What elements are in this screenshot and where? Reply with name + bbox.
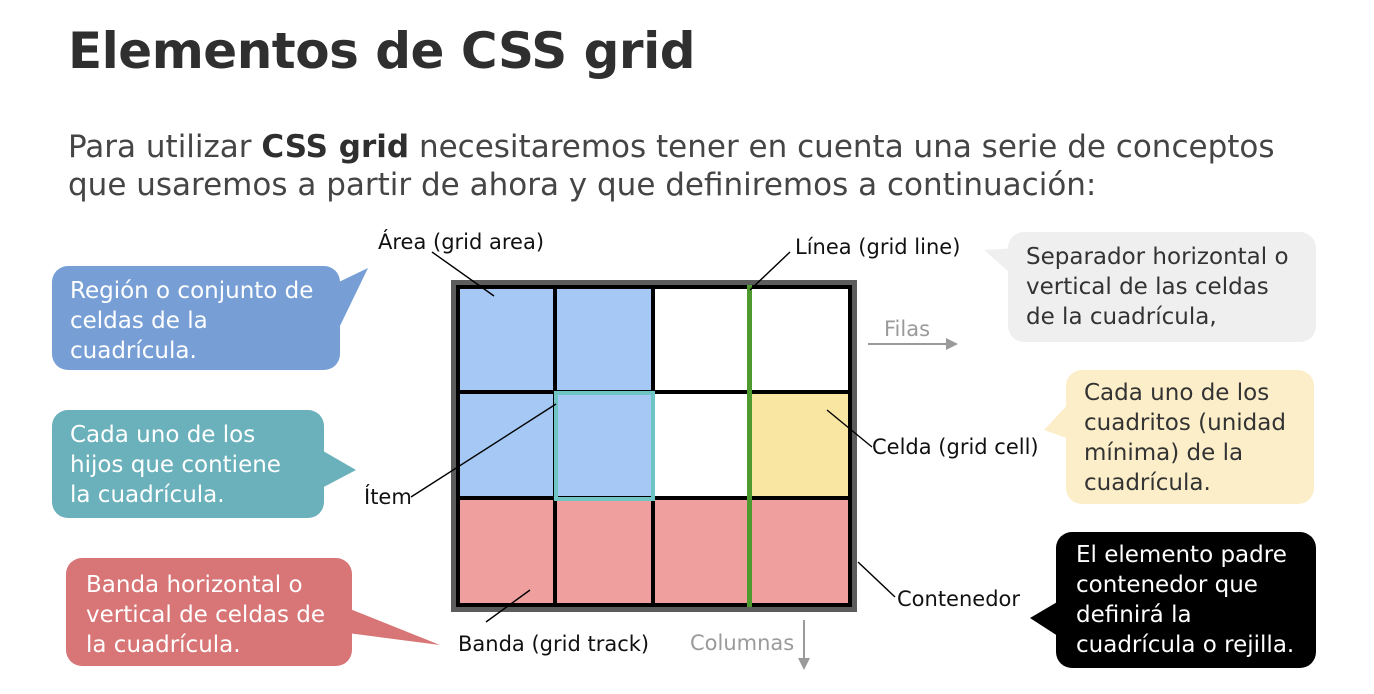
pointer-band: [485, 589, 531, 623]
intro-text-before: Para utilizar: [68, 129, 262, 165]
callout-area: Región o conjunto de celdas de la cuadrí…: [52, 266, 340, 370]
label-columns: Columnas: [690, 631, 794, 655]
grid-cell-r3c1: [460, 500, 553, 603]
page-title: Elementos de CSS grid: [68, 22, 696, 80]
grid-cell-r2c4: [752, 394, 848, 496]
callout-tail-container: [1030, 598, 1064, 640]
intro-text-after: necesitaremos tener en cuenta una serie …: [68, 129, 1275, 203]
callout-container: El elemento padre contenedor que definir…: [1056, 532, 1316, 668]
callout-tail-band: [340, 605, 440, 645]
callout-tail-item: [318, 448, 356, 490]
label-area: Área (grid area): [378, 229, 544, 254]
label-line: Línea (grid line): [795, 235, 960, 259]
grid-cell-r2c1: [460, 394, 553, 496]
label-rows: Filas: [884, 317, 930, 341]
callout-band: Banda horizontal o vertical de celdas de…: [66, 558, 352, 666]
pointer-line: [749, 251, 791, 291]
item-highlight: [554, 391, 655, 501]
grid-cell-r1c4: [752, 289, 848, 390]
callout-cell: Cada uno de los cuadritos (unidad mínima…: [1066, 370, 1314, 504]
intro-text-bold: CSS grid: [261, 129, 410, 165]
grid-cell-r1c1: [460, 289, 553, 390]
label-container: Contenedor: [897, 587, 1020, 611]
intro-paragraph: Para utilizar CSS grid necesitaremos ten…: [68, 128, 1308, 204]
callout-line: Separador horizontal o vertical de las c…: [1008, 232, 1316, 342]
rows-arrow-head: [946, 338, 958, 350]
grid-cell-r1c3: [655, 289, 748, 390]
columns-arrow-head: [798, 658, 810, 670]
callout-tail-cell: [1044, 400, 1072, 440]
callout-item: Cada uno de los hijos que contiene la cu…: [52, 410, 324, 518]
label-item: Ítem: [364, 484, 412, 509]
grid-cell-r3c2: [557, 500, 651, 603]
grid-cell-r1c2: [557, 289, 651, 390]
pointer-area: [431, 251, 495, 297]
grid-cell-r3c3: [655, 500, 748, 603]
grid-line-highlight: [747, 285, 752, 607]
pointer-cell: [826, 409, 873, 448]
label-cell: Celda (grid cell): [872, 435, 1039, 459]
grid-cell-r3c4: [752, 500, 848, 603]
grid-cell-r2c2: [557, 394, 651, 496]
pointer-item: [410, 403, 557, 498]
pointer-container: [857, 561, 896, 598]
label-band: Banda (grid track): [458, 632, 649, 656]
grid-cell-r2c3: [655, 394, 748, 496]
